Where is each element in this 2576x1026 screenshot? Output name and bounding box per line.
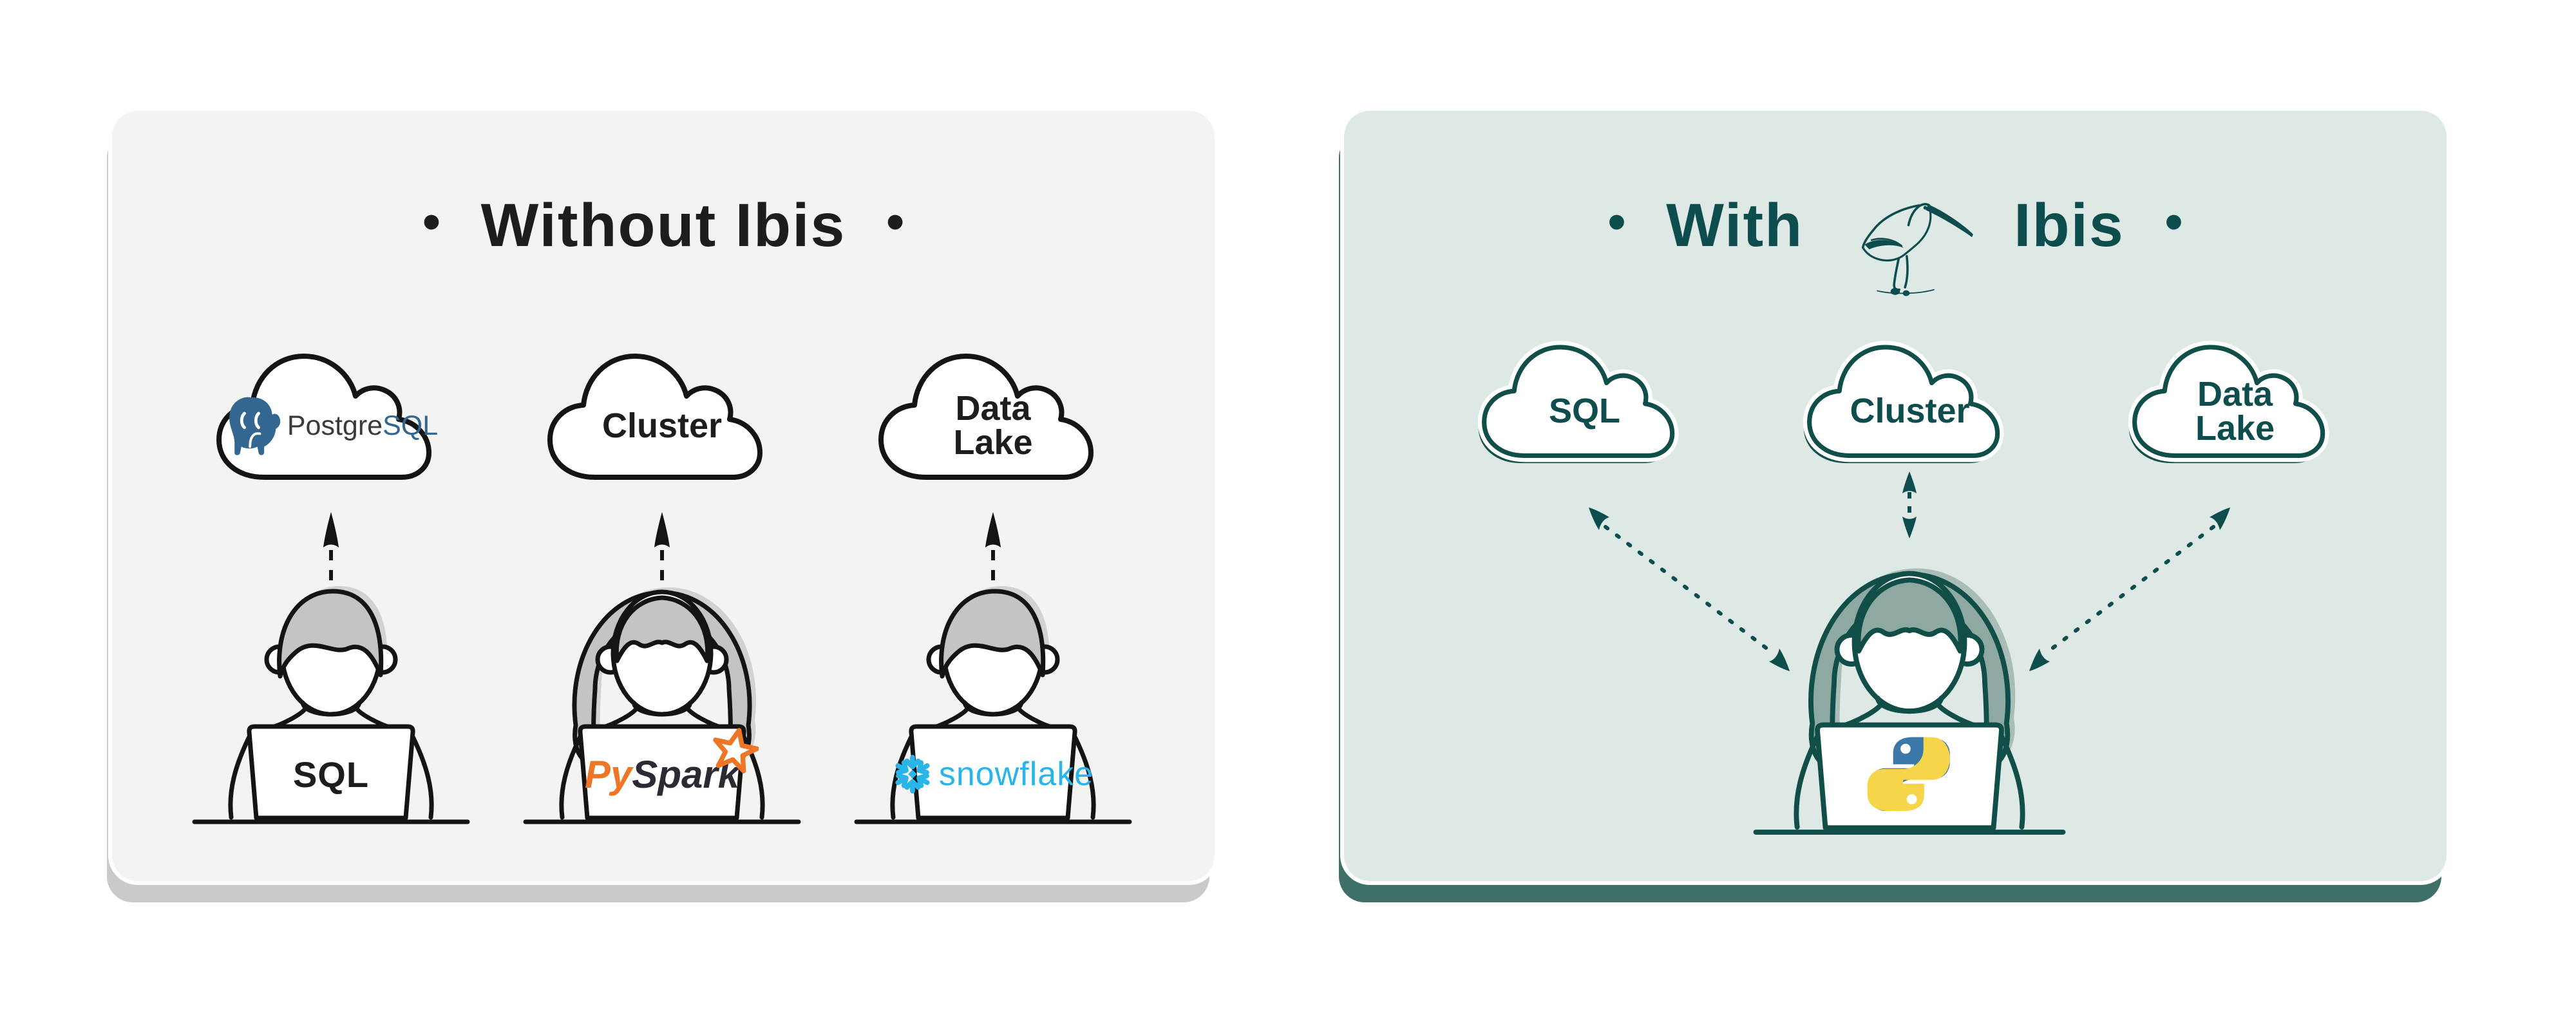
- arrow-up-pyspark-to-cluster: [654, 512, 670, 667]
- cloud-shape: [547, 354, 762, 480]
- cloud-cluster: Cluster: [533, 332, 791, 486]
- cloud-label-data-lake: Data Lake: [2195, 374, 2275, 448]
- right-panel-title-suffix: Ibis: [2014, 191, 2125, 260]
- with-ibis-panel: • With Ibis •: [1344, 111, 2447, 881]
- cloud-label-postgresql: PostgreSQL: [287, 410, 439, 441]
- cloud-data-lake: Data Lake: [2108, 325, 2362, 464]
- worker-pyspark-figure: [523, 587, 801, 824]
- arrow-up-sql-to-postgresql: [323, 512, 339, 667]
- bullet-dot: •: [886, 191, 905, 252]
- cloud-shape: [216, 354, 431, 480]
- pyspark-star-icon: [713, 727, 759, 774]
- left-panel-title-text: Without Ibis: [480, 191, 846, 260]
- cloud-sql: SQL: [1457, 325, 1712, 464]
- cloud-data-lake: Data Lake: [864, 332, 1122, 486]
- without-ibis-panel: • Without Ibis • PostgreSQL: [112, 111, 1215, 881]
- arrow-cluster-to-python-user: [1902, 471, 1917, 538]
- bullet-dot: •: [2164, 191, 2184, 252]
- ibis-bird-icon: [1862, 203, 1973, 296]
- arrow-data-lake-to-python-user: [2029, 508, 2230, 671]
- right-panel-title: • With Ibis •: [1344, 174, 2447, 296]
- cloud-shape: [1803, 341, 2004, 464]
- arrow-up-snowflake-to-data-lake: [985, 512, 1001, 667]
- cloud-shape: [878, 354, 1094, 480]
- worker-sql-figure: [192, 586, 470, 824]
- laptop-label-snowflake: snowflake: [877, 746, 1109, 803]
- laptop-label-sql: SQL: [292, 754, 370, 795]
- python-logo-icon: [1867, 737, 1950, 812]
- bullet-dot: •: [1607, 191, 1627, 252]
- laptop-label-pyspark: PySpark: [546, 727, 778, 803]
- cloud-label-sql: SQL: [1548, 392, 1620, 431]
- snowflake-logo-icon: [895, 754, 930, 794]
- cloud-label-cluster: Cluster: [601, 406, 723, 445]
- cloud-cluster: Cluster: [1783, 325, 2037, 464]
- cloud-postgresql: PostgreSQL: [202, 332, 460, 486]
- left-panel-title: • Without Ibis •: [112, 174, 1215, 277]
- postgresql-elephant-icon: [229, 397, 281, 455]
- bullet-dot: •: [422, 191, 441, 252]
- arrow-sql-to-python-user: [1589, 508, 1790, 671]
- right-panel-title-prefix: With: [1666, 191, 1804, 260]
- cloud-label-cluster: Cluster: [1850, 392, 1970, 431]
- cloud-label-data-lake: Data Lake: [953, 389, 1033, 462]
- worker-snowflake-figure: [854, 586, 1132, 824]
- cloud-shape: [2128, 341, 2329, 464]
- cloud-shape: [1477, 341, 1679, 464]
